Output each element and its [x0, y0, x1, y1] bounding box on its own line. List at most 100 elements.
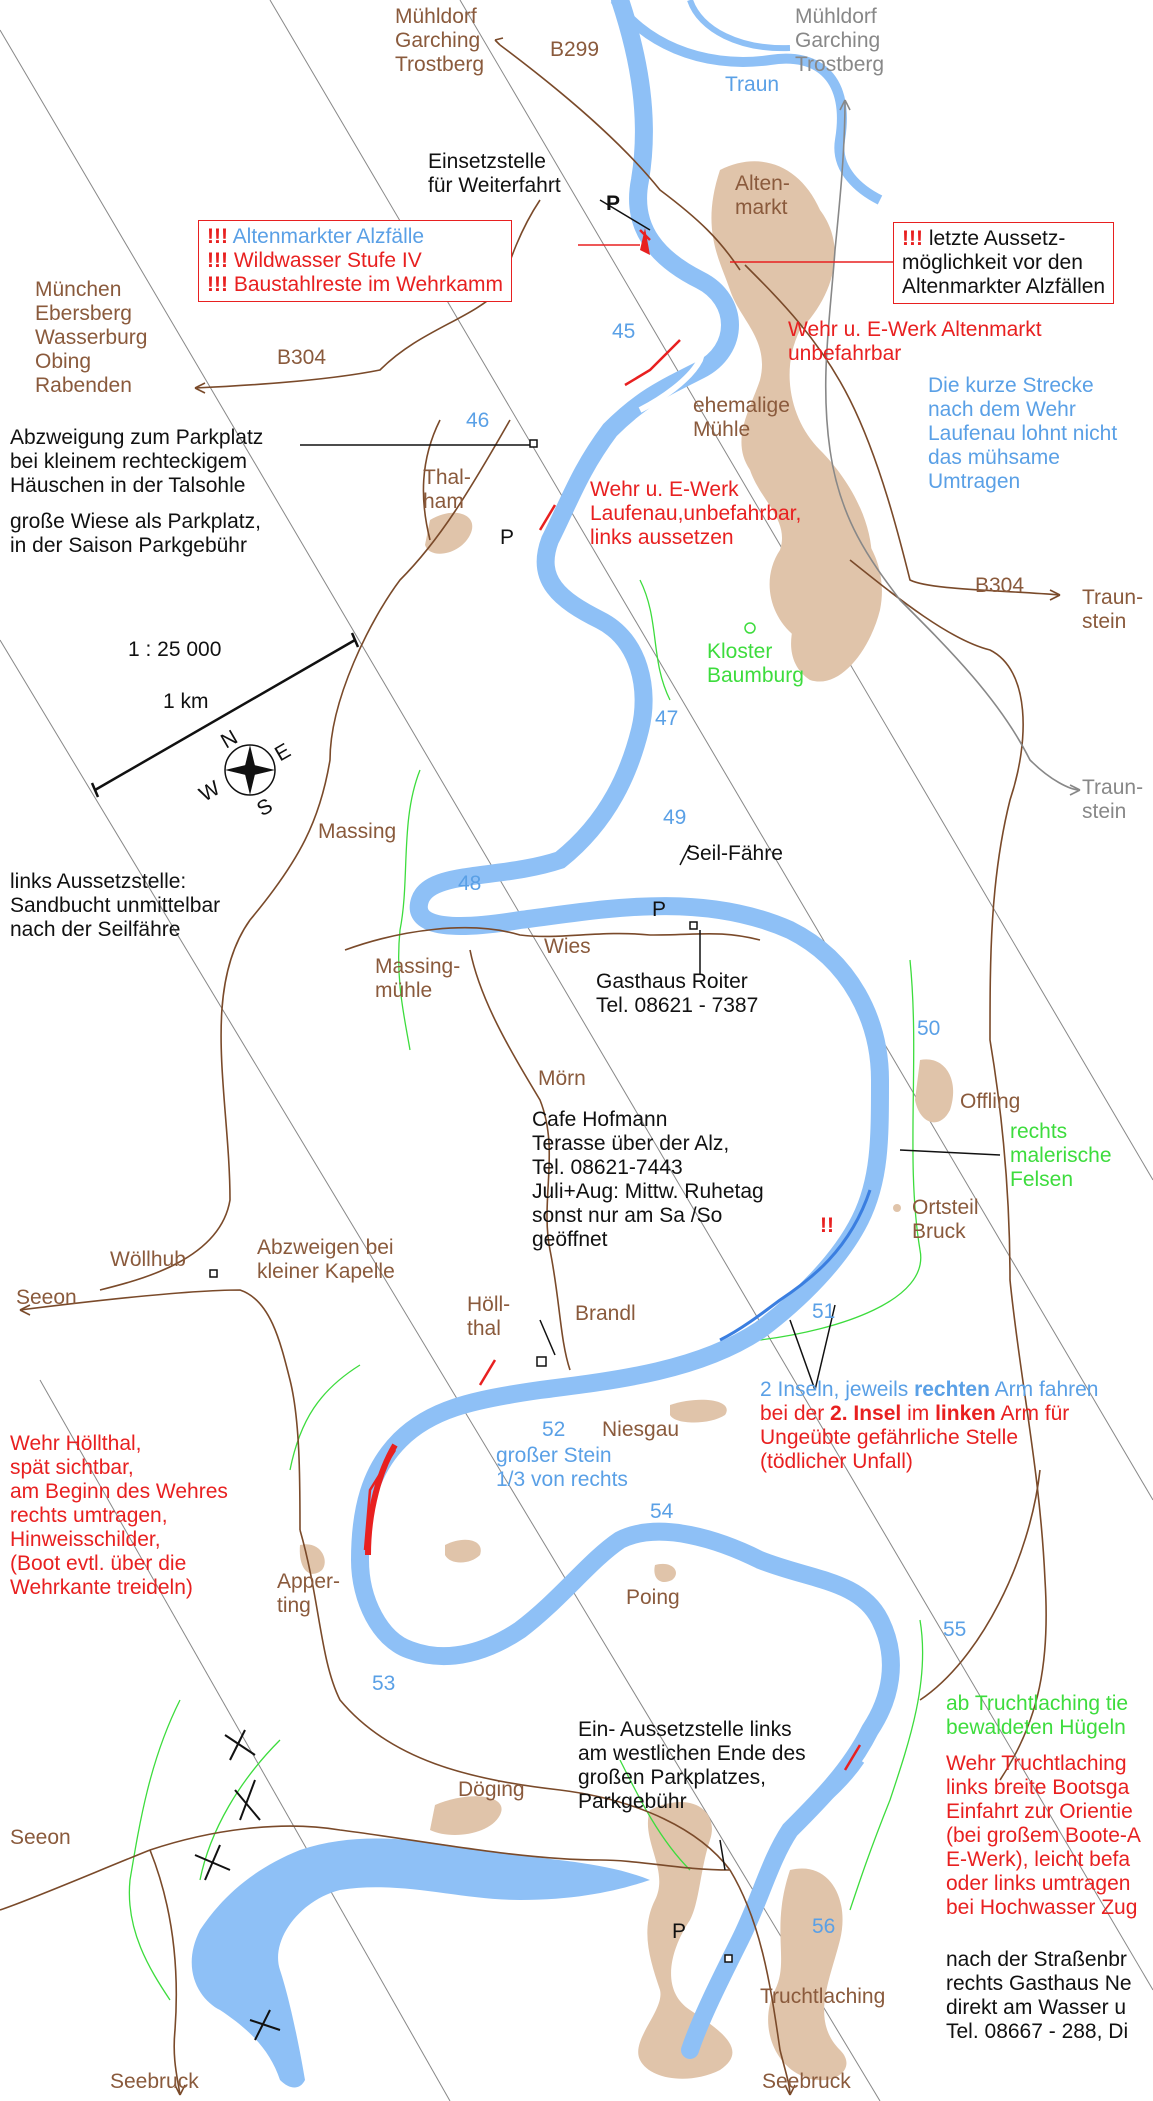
compass — [224, 744, 276, 796]
warn-alzfaelle: Altenmarkter Alzfälle — [232, 225, 425, 248]
label-parking-laufenau: P — [500, 526, 515, 549]
inseln-text-2a: bei der — [760, 1402, 831, 1425]
pointer-lines — [300, 199, 1001, 1871]
label-b304-right: B304 — [975, 574, 1025, 597]
label-seebruck-1: Seebruck — [110, 2070, 199, 2093]
label-muenchen: München Ebersberg Wasserburg Obing Raben… — [35, 278, 148, 397]
label-hoellthal: Höll- thal — [467, 1293, 511, 1340]
red-pointers — [578, 244, 900, 263]
inseln-text-2e: Arm für — [995, 1402, 1070, 1425]
label-km-scale: 1 km — [163, 690, 209, 713]
label-strassenbruecke: nach der Straßenbr rechts Gasthaus Ne di… — [946, 1948, 1132, 2043]
warn-mark-1: !!! — [207, 225, 228, 248]
label-altenmarkt: Alten- markt — [735, 172, 790, 219]
markers — [209, 439, 733, 1963]
label-inseln-line1: 2 Inseln, jeweils rechten Arm fahren — [760, 1378, 1099, 1402]
label-km55: 55 — [943, 1618, 967, 1641]
inseln-text-2d: linken — [935, 1402, 996, 1425]
label-scale: 1 : 25 000 — [128, 638, 222, 661]
label-gasthaus-roiter: Gasthaus Roiter Tel. 08621 - 7387 — [596, 970, 759, 1017]
label-km49: 49 — [663, 806, 687, 829]
label-apperting: Apper- ting — [277, 1570, 341, 1617]
label-wies: Wies — [544, 935, 591, 958]
label-wehr-laufenau: Wehr u. E-Werk Laufenau,unbefahrbar, lin… — [590, 478, 802, 549]
label-thalham: Thal- ham — [423, 466, 471, 513]
warn-mark-4: !!! — [902, 227, 923, 250]
label-cafe-hofmann: Cafe Hofmann Terasse über der Alz, Tel. … — [532, 1108, 764, 1251]
label-wehr-altenmarkt: Wehr u. E-Werk Altenmarkt unbefahrbar — [788, 318, 1042, 365]
label-km48: 48 — [458, 872, 482, 895]
label-einsetzstelle: Einsetzstelle für Weiterfahrt — [428, 150, 561, 197]
label-brandl: Brandl — [575, 1302, 636, 1325]
hoellthal-weir-bank — [365, 1443, 398, 1556]
inseln-text-1a: 2 Inseln, jeweils — [760, 1378, 915, 1401]
label-grosser-stein: großer Stein 1/3 von rechts — [496, 1444, 628, 1491]
inseln-text-2b: 2. Insel — [830, 1402, 902, 1425]
label-wehr-truchtlaching: Wehr Truchtlaching links breite Bootsga … — [946, 1752, 1141, 1919]
label-woellhub: Wöllhub — [110, 1248, 186, 1271]
warn-mark-3: !!! — [207, 273, 228, 296]
label-doeging: Döging — [458, 1778, 525, 1801]
label-traunstein-1: Traun- stein — [1082, 586, 1144, 633]
label-km52: 52 — [542, 1418, 566, 1441]
label-inseln-line2: bei der 2. Insel im linken Arm für — [760, 1402, 1069, 1426]
label-inseln-line3: Ungeübte gefährliche Stelle (tödlicher U… — [760, 1426, 1019, 1473]
inseln-text-1c: Arm fahren — [989, 1378, 1099, 1401]
alz-river — [350, 0, 900, 2059]
label-km54: 54 — [650, 1500, 674, 1523]
einsetz-flag — [640, 228, 650, 255]
label-seebruck-2: Seebruck — [762, 2070, 851, 2093]
traun-river — [610, 0, 883, 205]
warning-box-alzfaelle: !!! Altenmarkter Alzfälle !!! Wildwasser… — [198, 220, 513, 302]
label-km47: 47 — [655, 707, 679, 730]
label-rechts-felsen: rechts malerische Felsen — [1010, 1120, 1112, 1191]
inseln-text-2c: im — [901, 1402, 936, 1425]
grey-roads — [824, 99, 1081, 791]
label-truchtlaching: Truchtlaching — [760, 1985, 886, 2008]
label-km45: 45 — [612, 320, 636, 343]
label-wehr-hoellthal: Wehr Höllthal, spät sichtbar, am Beginn … — [10, 1432, 228, 1599]
label-kloster: Kloster Baumburg — [707, 640, 804, 687]
label-massingmuehle: Massing- mühle — [375, 955, 461, 1002]
label-muehldorf-right: Mühldorf Garching Trostberg — [795, 5, 885, 76]
label-ortsteil-bruck: Ortsteil Bruck — [912, 1196, 979, 1243]
label-moern: Mörn — [538, 1067, 586, 1090]
truchtlaching-arm — [786, 1757, 865, 1834]
warn-mark-2: !!! — [207, 249, 228, 272]
label-abzweigung: Abzweigung zum Parkplatz bei kleinem rec… — [10, 426, 264, 497]
label-truchtlaching-hint: ab Truchtlaching tie bewaldeten Hügeln — [946, 1692, 1129, 1739]
label-niesgau: Niesgau — [602, 1418, 680, 1441]
inseln-text-1b: rechten — [914, 1378, 990, 1401]
cross-marks — [194, 1729, 281, 2041]
label-poing: Poing — [626, 1586, 680, 1609]
forest-edges — [128, 579, 924, 2001]
label-parking-top: P — [606, 192, 621, 215]
label-links-aussetz: links Aussetzstelle: Sandbucht unmittelb… — [10, 870, 221, 941]
label-kurze-strecke: Die kurze Strecke nach dem Wehr Laufenau… — [928, 374, 1118, 493]
label-seeon-1: Seeon — [16, 1286, 77, 1309]
warn-wildwasser: Wildwasser Stufe IV — [233, 249, 422, 272]
label-km51: 51 — [812, 1300, 836, 1323]
label-seilfaehre: Seil-Fähre — [686, 842, 783, 865]
warn-letzte-aussetz: letzte Aussetz- möglichkeit vor den Alte… — [902, 227, 1106, 298]
label-ein-aussetz: Ein- Aussetzstelle links am westlichen E… — [578, 1718, 806, 1813]
label-abzweigen-kapelle: Abzweigen bei kleiner Kapelle — [257, 1236, 395, 1283]
label-danger-mid: !! — [820, 1214, 834, 1237]
seebruck-river — [191, 1838, 650, 2088]
label-parking-truchtlaching: P — [672, 1920, 687, 1943]
label-ehemalige-muehle: ehemalige Mühle — [693, 394, 790, 441]
label-traun: Traun — [725, 73, 780, 96]
label-traunstein-2: Traun- stein — [1082, 776, 1144, 823]
label-offling: Offling — [960, 1090, 1021, 1113]
label-km46: 46 — [466, 409, 490, 432]
label-seeon-2: Seeon — [10, 1826, 71, 1849]
road-arrows — [19, 37, 1061, 2096]
label-km50: 50 — [917, 1017, 941, 1040]
label-muehldorf-left: Mühldorf Garching Trostberg — [395, 5, 485, 76]
label-km53: 53 — [372, 1672, 396, 1695]
grey-arrow — [839, 99, 1081, 796]
warning-box-aussetz: !!! letzte Aussetz- möglichkeit vor den … — [893, 222, 1115, 304]
bruck-island-arm — [719, 1189, 872, 1342]
roads — [0, 44, 1061, 2096]
